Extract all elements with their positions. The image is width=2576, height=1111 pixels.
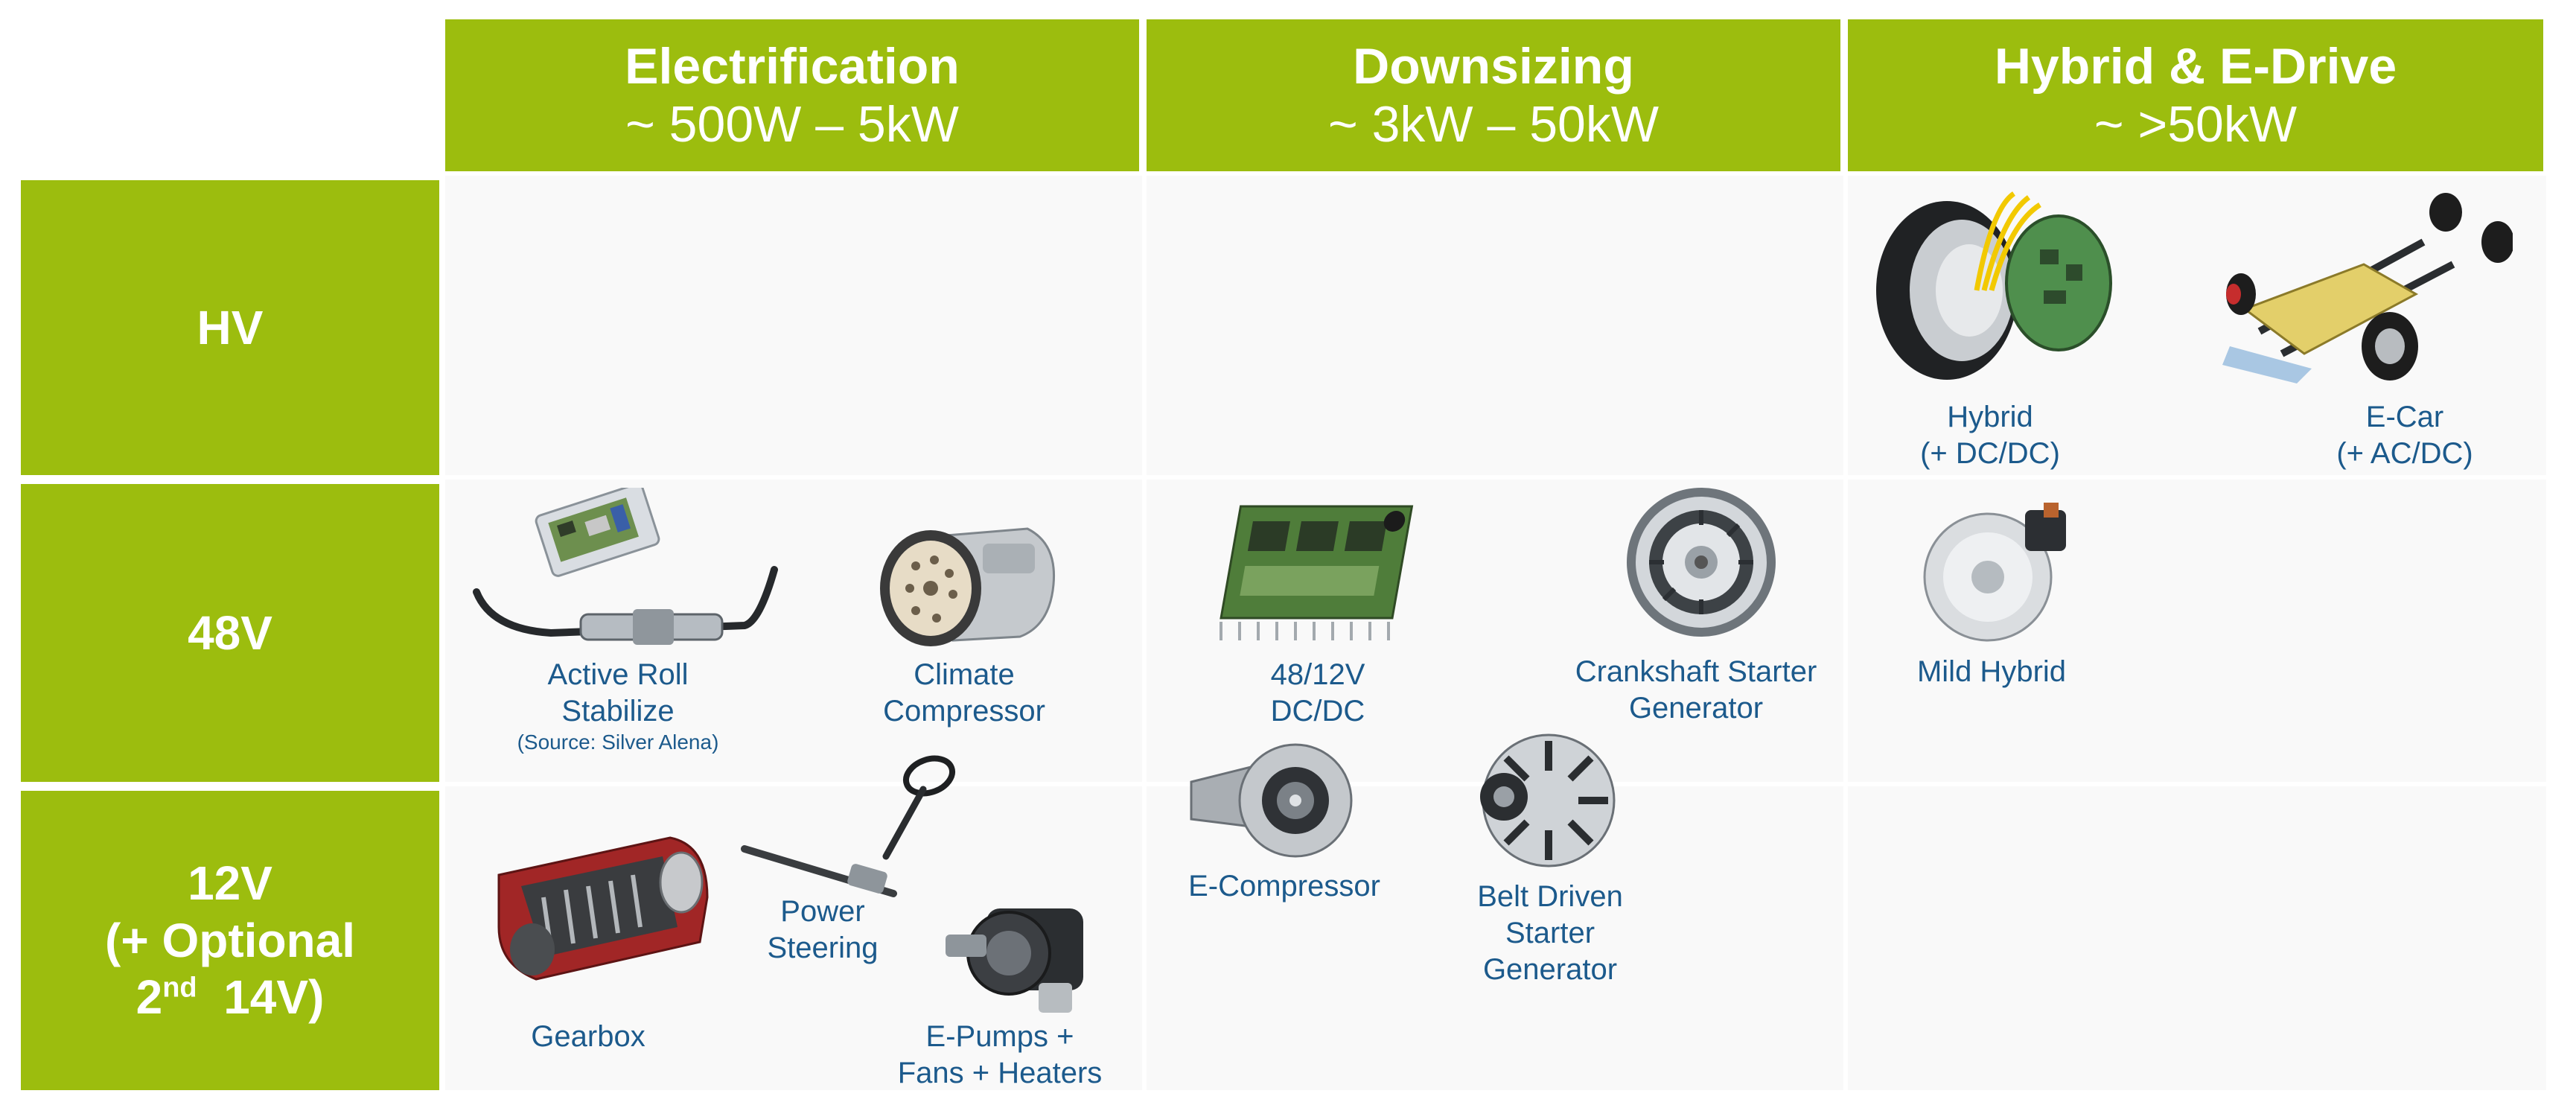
label-gearbox: Gearbox [531,1020,645,1053]
column-header-electrification: Electrification ~ 500W – 5kW [445,19,1139,171]
e-compressor-illustration [1190,743,1353,858]
label-active-roll-stabilize: Active Roll Stabilize (Source: Silver Al… [517,657,719,755]
power-steering-illustration [741,755,955,897]
label-e-pumps: E-Pumps + Fans + Heaters [897,1020,1103,1089]
belt-driven-starter-generator-illustration [1480,733,1616,868]
column-range: ~ 3kW – 50kW [1327,96,1660,153]
column-title: Downsizing [1353,37,1634,95]
row-header-12v: 12V (+ Optional 2nd 14V) [21,791,439,1090]
mild-hybrid-illustration [1923,503,2066,642]
label-e-compressor: E-Compressor [1188,870,1380,903]
row-label-line1: 12V [188,856,272,910]
column-title: Hybrid & E-Drive [1994,37,2397,95]
label-dcdc: 48/12V DC/DC [1270,658,1365,728]
gearbox-illustration [497,836,709,981]
column-range: ~ 500W – 5kW [625,96,959,153]
row-header-hv: HV [21,180,439,475]
active-roll-stabilizer-illustration [473,488,778,645]
label-e-car: E-Car (+ AC/DC) [2336,401,2473,470]
label-power-steering: Power Steering [767,895,879,964]
row-label-line2: (+ Optional [105,913,355,967]
cell-hv-downsizing [1147,176,1843,475]
source-note: (Source: Silver Alena) [517,730,719,754]
label-hybrid: Hybrid (+ DC/DC) [1920,401,2060,470]
ecar-chassis-illustration [2222,193,2513,383]
climate-compressor-illustration [880,527,1056,646]
label-climate-compressor: Climate Compressor [883,658,1045,728]
row-label-line3: 2nd 14V) [136,970,325,1025]
e-pumps-illustration [946,908,1083,1013]
label-crankshaft-starter-generator: Crankshaft Starter Generator [1575,655,1817,725]
column-header-downsizing: Downsizing ~ 3kW – 50kW [1147,19,1840,171]
row-label: 48V [188,605,272,660]
crankshaft-starter-generator-illustration [1627,488,1776,637]
row-label: HV [197,300,264,354]
cell-12v-hybrid [1848,786,2546,1090]
dcdc-converter-illustration [1220,505,1414,640]
row-header-48v: 48V [21,484,439,782]
column-header-hybrid-edrive: Hybrid & E-Drive ~ >50kW [1848,19,2543,171]
cell-hv-electrification [445,176,1142,475]
column-title: Electrification [625,37,960,95]
label-mild-hybrid: Mild Hybrid [1916,655,2067,688]
label-belt-driven-starter-generator: Belt Driven Starter Generator [1477,880,1623,986]
hybrid-motor-illustration [1876,191,2112,380]
column-range: ~ >50kW [2094,96,2298,153]
